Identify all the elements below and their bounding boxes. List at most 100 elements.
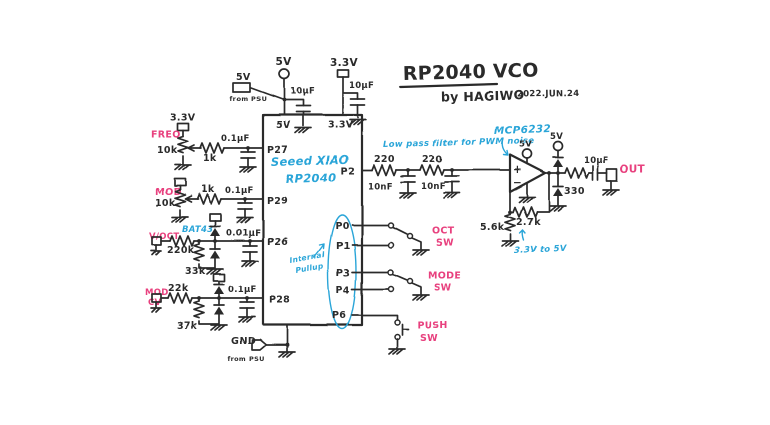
voct-label: V/OCT: [149, 232, 179, 242]
modcv-filter-cap: [239, 301, 255, 309]
chip-pin-p4: P4: [336, 285, 350, 296]
output-wires: [544, 149, 612, 206]
freq-series-value: 1k: [203, 153, 217, 164]
chip-body: [261, 113, 364, 327]
push-contact-a: [393, 318, 401, 326]
output-clamp-diode-low: [552, 185, 564, 197]
voct-filter-cap: [242, 245, 258, 253]
switches-section: OCT SW MODE SW PUSH SW: [387, 221, 461, 355]
gnd-psu-terminal: [251, 339, 267, 351]
freq-label: FREQ: [151, 129, 181, 140]
ground-symbol: [174, 164, 192, 171]
opamp-minus: −: [513, 177, 522, 189]
lpf-cap-2: [444, 175, 460, 183]
mod-input-section: MOD 10k 1k 0.1μF: [155, 178, 264, 224]
feedback-resistor-value: 2.7k: [516, 217, 541, 228]
voct-series-value: 220k: [167, 245, 195, 256]
lpf-resistor-2: [419, 164, 445, 176]
chip-pin-p2: P2: [341, 166, 355, 177]
lpf-r1-value: 220: [374, 154, 395, 165]
mod-series-resistor: [196, 193, 222, 205]
lpf-c1-value: 10nF: [368, 182, 393, 192]
rail-33v-label: 3.3V: [330, 57, 359, 69]
opamp-plus: +: [513, 164, 522, 176]
push-switch-plunger: [401, 323, 409, 336]
mod-pot: [174, 189, 186, 208]
chip-pin-33v: 3.3V: [328, 120, 354, 131]
ground-symbol: [412, 294, 430, 301]
author: by HAGIWO: [441, 88, 525, 104]
rail-5v-terminal: [278, 68, 290, 80]
ground-symbol: [150, 307, 162, 313]
push-sw-label-line1: PUSH: [417, 320, 448, 331]
feedback-resistor: [512, 206, 538, 218]
chip-pin-p3: P3: [336, 268, 350, 279]
mode-switch-lever: [392, 273, 408, 281]
mod-label: MOD: [155, 187, 181, 198]
freq-pot-wiper: [187, 144, 202, 152]
chip-pin-p26: P26: [267, 237, 288, 248]
lpf-section: Low pass filter for PWM noise 220 220 10…: [368, 136, 535, 199]
output-label: OUT: [620, 164, 646, 176]
lpf-c2-value: 10nF: [421, 182, 446, 192]
oct-sw-label-line2: SW: [436, 238, 454, 249]
chip-pin-p27: P27: [267, 145, 288, 156]
ground-symbol: [388, 348, 406, 355]
modcv-cap-value: 0.1μF: [228, 285, 257, 295]
voct-shunt-value: 33k: [185, 266, 206, 277]
title-block: RP2040 VCO by HAGIWO 2022.JUN.24: [398, 59, 580, 104]
mode-sw-label-line2: SW: [434, 283, 452, 294]
date: 2022.JUN.24: [517, 89, 580, 100]
bypass-cap-33v-value: 10μF: [349, 81, 374, 91]
ground-symbol: [239, 166, 257, 173]
ground-symbol: [443, 192, 461, 199]
mode-common: [406, 277, 414, 285]
oct-contact-a: [387, 221, 395, 229]
oct-common: [406, 232, 414, 240]
ground-symbol: [241, 260, 259, 267]
voct-cap-value: 0.01μF: [226, 229, 261, 239]
freq-pot: [177, 135, 189, 154]
oct-switch-wires: [411, 237, 422, 250]
psu-5v-terminal: [232, 82, 251, 93]
mod-pot-value: 10k: [155, 198, 176, 209]
bypass-cap-5v-value: 10μF: [290, 87, 315, 97]
modcv-clamp-diode-low: [213, 304, 225, 316]
modcv-shunt-resistor: [193, 300, 205, 319]
ground-symbol: [278, 351, 296, 358]
freq-rail-label: 3.3V: [170, 112, 196, 123]
mode-contact-a: [387, 268, 395, 276]
ground-symbol: [549, 205, 567, 212]
output-cap-value: 10μF: [584, 156, 609, 166]
rail-5v-label: 5V: [276, 56, 293, 68]
voct-input-section: V/OCT 220k 33k BAT43 0.01μF: [149, 213, 264, 277]
rail-33v-terminal: [336, 69, 350, 78]
mode-contact-b: [387, 285, 395, 293]
bypass-cap-5v: [295, 105, 311, 113]
mod-pot-wiper: [184, 195, 199, 203]
gnd-wires: [265, 324, 288, 352]
freq-filter-cap: [240, 151, 256, 159]
ground-symbol: [602, 189, 620, 196]
voct-shunt-resistor: [193, 243, 205, 262]
modcv-clamp-rail-terminal: [212, 273, 226, 282]
output-series-value: 330: [564, 186, 585, 197]
clamp-supply-label: 5V: [550, 132, 563, 142]
ground-symbol: [210, 324, 228, 331]
power-section: 5V from PSU 5V 3.3V 10μF 10μF: [230, 56, 374, 134]
title-underline: [398, 82, 499, 89]
gain-resistor-value: 5.6k: [480, 222, 505, 233]
output-series-resistor: [564, 167, 590, 179]
bypass-cap-33v: [350, 98, 366, 106]
freq-cap-value: 0.1μF: [221, 134, 250, 144]
freq-input-section: 3.3V FREQ 10k 1k 0.1μF: [151, 112, 264, 173]
mode-sw-label-line1: MODE: [428, 271, 461, 282]
modcv-shunt-value: 37k: [177, 321, 198, 332]
output-section: 5V 330 10μF OUT: [544, 132, 646, 212]
opamp-section: MCP6232 + − 5V 2.7k 5.6k 3.3V to 5V: [480, 123, 568, 256]
pullup-note-arrow: [313, 243, 325, 258]
mod-wires: [179, 185, 264, 218]
mode-switch-wires: [411, 282, 422, 295]
